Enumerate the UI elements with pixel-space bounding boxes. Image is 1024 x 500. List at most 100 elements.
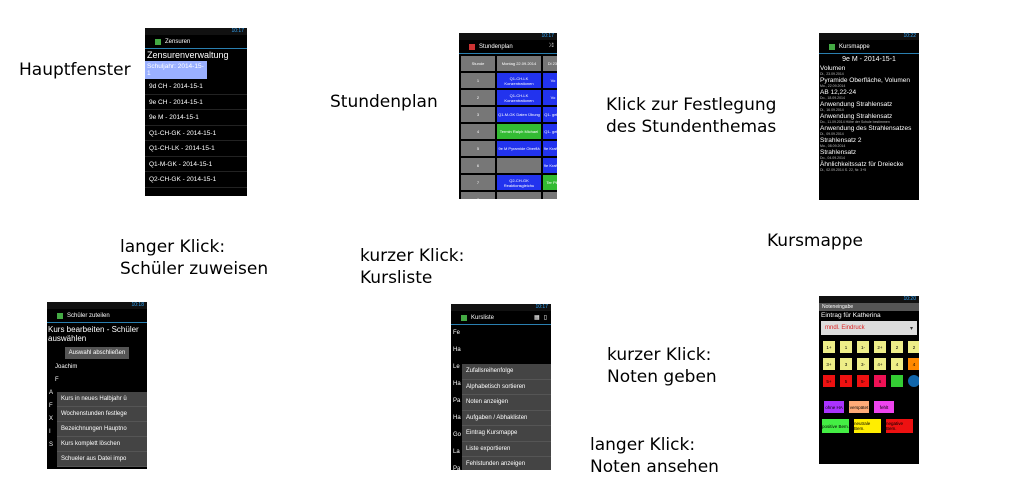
lesson-cell-monday[interactable] (497, 158, 541, 173)
context-menu-item[interactable]: Schueler aus Datei impo (57, 452, 147, 467)
student-name[interactable]: La (453, 449, 460, 455)
lesson-cell-monday[interactable] (497, 192, 541, 199)
lesson-cell-monday[interactable]: Q1-CH-LK Konzentrationen (497, 90, 541, 105)
grade-button[interactable]: 4 (890, 357, 904, 371)
student-name[interactable]: Fe (453, 330, 461, 336)
clipboard-icon[interactable]: ▯ (543, 315, 547, 321)
lesson-cell-tuesday[interactable]: 9e Kraftge (543, 141, 557, 156)
remark-button[interactable]: ohne HA (823, 400, 845, 414)
context-menu-item[interactable]: Zufallsreihenfolge (462, 364, 551, 380)
student-name[interactable]: A (49, 390, 54, 396)
grade-button[interactable]: 1 (839, 340, 853, 354)
student-name[interactable]: X (49, 416, 54, 422)
context-menu-item[interactable]: Noten anzeigen (462, 395, 551, 411)
category-dropdown[interactable]: mndl. Eindruck▾ (821, 321, 917, 335)
grade-button[interactable]: 2 (907, 340, 919, 354)
comment-button[interactable]: positive Bem. (821, 418, 850, 434)
context-menu-item[interactable]: Alphabetisch sortieren (462, 380, 551, 395)
student-name[interactable]: Le (453, 364, 460, 370)
grade-button[interactable]: 3- (856, 357, 870, 371)
context-menu-item[interactable]: Kurs komplett löschen (57, 437, 147, 452)
info-icon[interactable] (907, 374, 919, 388)
course-list-item[interactable]: Q2-CH-GK - 2014-15-1 (145, 172, 247, 188)
grade-button[interactable]: 4 (907, 357, 919, 371)
student-name[interactable]: Go (453, 432, 462, 438)
label-stundenplan: Stundenplan (330, 92, 438, 112)
student-name[interactable]: F (55, 377, 59, 383)
grade-button[interactable]: 1+ (822, 340, 836, 354)
lesson-cell-monday[interactable]: Q2-CH-GK Reaktionsgleichu (497, 175, 541, 190)
context-menu-item[interactable]: Eintrag Kursmappe (462, 426, 551, 442)
lesson-cell-tuesday[interactable]: Q1- gehal (543, 107, 557, 122)
grade-button[interactable]: 2+ (873, 340, 887, 354)
grade-button[interactable]: 5+ (822, 374, 836, 388)
student-name[interactable]: Ha (453, 381, 461, 387)
comment-button[interactable]: negative Bem. (885, 418, 914, 434)
lesson-cell-monday[interactable]: Termin Ralph Michael (497, 124, 541, 139)
course-list-item[interactable]: Q1-M-GK - 2014-15-1 (145, 157, 247, 172)
student-name[interactable]: S (49, 442, 54, 448)
lesson-cell-monday[interactable]: Q1-M-GK Daten Übung (497, 107, 541, 122)
course-list-item[interactable]: Q1-CH-LK - 2014-15-1 (145, 141, 247, 157)
lesson-cell-tuesday[interactable]: Vo (543, 90, 557, 105)
entry-date: Di., 16.09.2014 (820, 108, 844, 112)
course-list-item[interactable]: 9d CH - 2014-15-1 (145, 79, 247, 95)
entry-topic: Pyramide Oberfläche, Volumen (820, 77, 910, 84)
course-list-item[interactable]: Q1-CH-GK - 2014-15-1 (145, 126, 247, 141)
lesson-cell-tuesday[interactable] (543, 192, 557, 199)
selected-year[interactable]: Schuljahr: 2014-15-1 (145, 61, 207, 79)
context-menu-item[interactable]: Aufgaben / Abhaklisten (462, 411, 551, 426)
student-name[interactable]: Joachim (55, 364, 78, 370)
lesson-cell-monday[interactable]: 9e M Pyramide Oberflä (497, 141, 541, 156)
course-list-item[interactable]: 9e M - 2014-15-1 (145, 110, 247, 126)
comment-button[interactable]: neutrale Bem. (853, 418, 882, 434)
context-menu-item[interactable]: Kurs in neues Halbjahr ü (57, 392, 147, 407)
context-menu-item[interactable]: Fehlstunden anzeigen (462, 457, 551, 470)
lesson-cell-monday[interactable]: Q1-CH-LK Konzentrationen (497, 73, 541, 88)
context-menu-item[interactable]: Wochenstunden festlege (57, 407, 147, 422)
context-menu-item[interactable]: Liste exportieren (462, 442, 551, 457)
lesson-cell-tuesday[interactable]: Q1- gehal (543, 124, 557, 139)
student-name[interactable]: Pa (453, 398, 461, 404)
lesson-cell-tuesday[interactable]: 9e Kraftge (543, 158, 557, 173)
shuffle-icon[interactable]: ⤨ (548, 43, 553, 49)
student-name[interactable]: Ha (453, 415, 461, 421)
grade-button[interactable]: 2 (890, 340, 904, 354)
student-name[interactable]: Pa (453, 466, 461, 470)
grade-button[interactable]: 3+ (822, 357, 836, 371)
action-bar: Zensuren (145, 35, 247, 49)
grade-button[interactable]: 5 (839, 374, 853, 388)
student-name[interactable]: Ha (453, 347, 461, 353)
context-menu-item[interactable]: Bezeichnungen Hauptno (57, 422, 147, 437)
remark-button[interactable]: fehlt (873, 400, 895, 414)
grid-icon[interactable]: ▦ (534, 315, 540, 321)
student-name[interactable]: I (49, 429, 51, 435)
lesson-cell-tuesday[interactable]: Ter Pilo (543, 175, 557, 190)
grade-button[interactable]: 5- (856, 374, 870, 388)
grade-button[interactable]: 6 (873, 374, 887, 388)
entry-topic: Ähnlichkeitssatz für Dreiecke (820, 161, 904, 168)
lesson-cell-tuesday[interactable]: Vo (543, 73, 557, 88)
app-title: Noteneingabe (819, 303, 919, 311)
app-title: Kursmappe (839, 43, 870, 50)
student-name[interactable]: F (49, 403, 53, 409)
remark-button[interactable]: verspätet (848, 400, 870, 414)
app-title: Zensuren (165, 38, 191, 45)
entry-topic: Anwendung Strahlensatz (820, 113, 893, 120)
finish-selection-button[interactable]: Auswahl abschließen (65, 347, 129, 359)
grade-button[interactable]: 4+ (873, 357, 887, 371)
save-icon[interactable] (890, 374, 904, 388)
course-list-item[interactable]: 9e CH - 2014-15-1 (145, 95, 247, 110)
entry-topic: Strahlensatz 2 (820, 137, 862, 144)
grade-button[interactable]: 1- (856, 340, 870, 354)
grade-button[interactable]: 3 (839, 357, 853, 371)
